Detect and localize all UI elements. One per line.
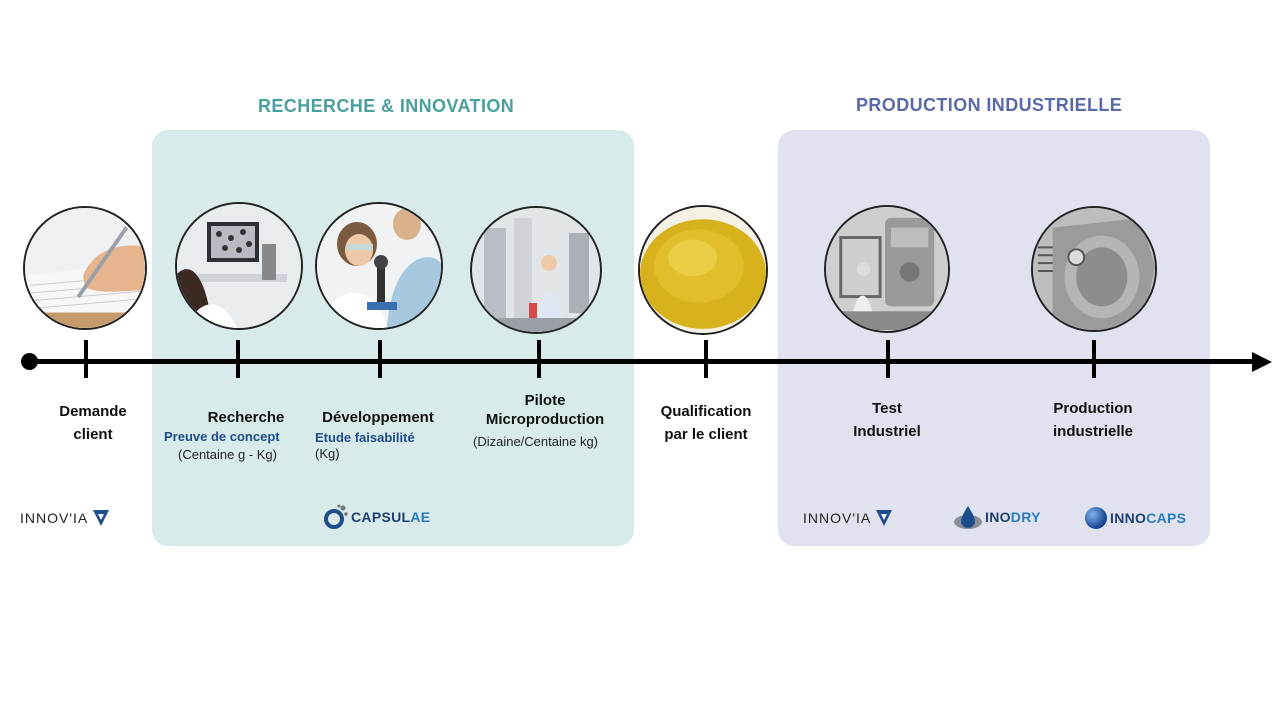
step-pilote-quantity: (Dizaine/Centaine kg) [473, 434, 599, 449]
capsulae-logo-text: CAPSUL [351, 509, 411, 525]
step-label-line: Pilote [524, 392, 566, 409]
lab-microscope-photo-icon [175, 202, 303, 330]
innovia-logo-text: INNOV'IA [803, 510, 872, 526]
production-industrielle-panel [778, 130, 1210, 546]
inodry-drop-icon [954, 506, 982, 529]
innocaps-logo-text-accent: CAPS [1146, 510, 1187, 526]
step-production-industrielle-label: Production industrielle [1053, 397, 1133, 443]
step-label-line: Développement [322, 409, 434, 426]
innovia-mark-icon [876, 510, 893, 526]
timeline-tick [1092, 340, 1096, 378]
timeline-axis [24, 359, 1264, 364]
scientist-microscope-photo-icon [315, 202, 443, 330]
timeline-start-dot [21, 353, 38, 370]
step-label-line: Microproduction [485, 411, 605, 428]
step-recherche-subtitle: Preuve de concept [164, 429, 280, 444]
step-recherche-label: Recherche [208, 406, 285, 429]
innocaps-sphere-icon [1085, 507, 1107, 529]
research-section-title: RECHERCHE & INNOVATION [258, 96, 515, 116]
step-recherche-quantity: (Centaine g - Kg) [178, 447, 277, 462]
step-test-industriel-label: Test Industriel [853, 397, 921, 443]
step-label-line: industrielle [1052, 423, 1134, 440]
pilot-plant-photo-icon [470, 206, 602, 334]
innovia-logo-text: INNOV'IA [20, 510, 89, 526]
timeline-arrow-head [1252, 352, 1272, 372]
step-label-line: Recherche [207, 409, 285, 426]
capsulae-mark-icon [324, 504, 348, 529]
timeline-tick [378, 340, 382, 378]
inodry-logo-text-accent: DRY [1010, 509, 1041, 525]
step-label-line: Qualification [660, 403, 752, 420]
innovia-logo-right: INNOV'IA [803, 508, 894, 528]
innovia-logo-left: INNOV'IA [20, 508, 111, 528]
step-qualification-label: Qualification par le client [661, 400, 752, 446]
yellow-powder-photo-icon [638, 205, 768, 335]
industrial-equipment-photo-icon [824, 205, 950, 333]
step-label-line: par le client [664, 426, 748, 443]
research-innovation-panel [152, 130, 634, 546]
step-label-line: Test [872, 400, 902, 417]
inodry-logo-text: INO [985, 509, 1011, 525]
timeline-tick [886, 340, 890, 378]
timeline-tick [236, 340, 240, 378]
timeline-tick [84, 340, 88, 378]
industrial-dryer-photo-icon [1031, 206, 1157, 332]
step-label-line: client [73, 426, 113, 443]
step-developpement-quantity: (Kg) [315, 446, 340, 461]
step-developpement-subtitle: Etude faisabilité [315, 430, 415, 445]
step-label-line: Production [1053, 400, 1133, 417]
production-section-title: PRODUCTION INDUSTRIELLE [856, 95, 1123, 115]
step-developpement-label: Développement [322, 406, 434, 429]
innovia-mark-icon [93, 510, 110, 526]
timeline-tick [704, 340, 708, 378]
step-pilote-label: Pilote Microproduction [486, 391, 604, 429]
step-demande-client-label: Demande client [59, 400, 127, 446]
innocaps-logo-text: INNO [1110, 510, 1147, 526]
writing-hand-photo-icon [23, 206, 147, 330]
timeline-tick [537, 340, 541, 378]
capsulae-logo-text-accent: AE [410, 509, 431, 525]
step-label-line: Demande [59, 403, 127, 420]
step-label-line: Industriel [853, 423, 921, 440]
